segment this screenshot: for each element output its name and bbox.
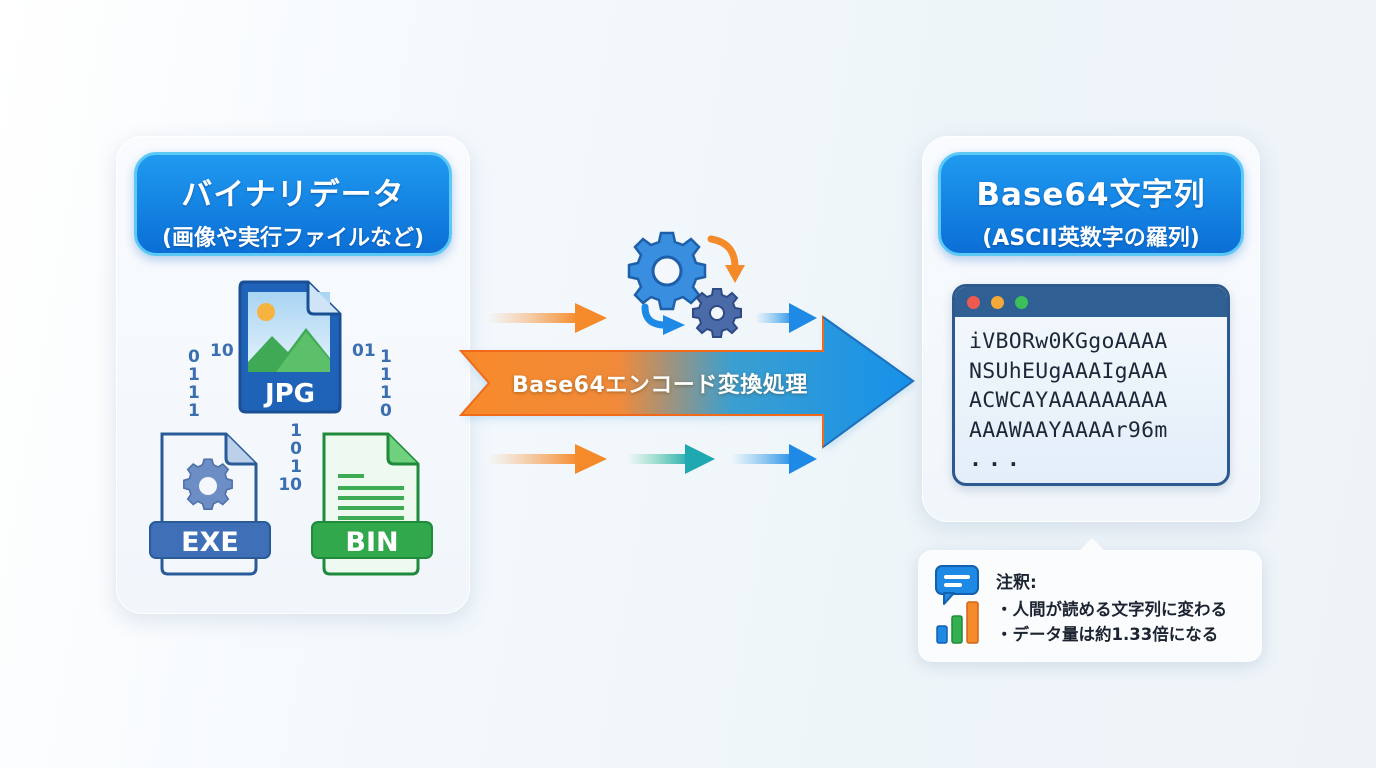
jpg-file-icon: JPG xyxy=(238,280,342,414)
binary-digits: 0 1 1 1 xyxy=(188,347,200,421)
base64-subtitle: (ASCII英数字の羅列) xyxy=(982,226,1200,251)
terminal-line: iVBORw0KGgoAAAA xyxy=(969,329,1168,354)
note-text: 注釈: ・人間が読める文字列に変わる ・データ量は約1.33倍になる xyxy=(996,568,1227,647)
flow-arrow-icon xyxy=(487,444,607,474)
encode-process-label: Base64エンコード変換処理 xyxy=(512,373,808,398)
bin-label: BIN xyxy=(345,527,398,558)
note-item: ・データ量は約1.33倍になる xyxy=(996,625,1219,644)
terminal-output: iVBORw0KGgoAAAA NSUhEUgAAAIgAAA ACWCAYAA… xyxy=(955,317,1227,475)
exe-label: EXE xyxy=(181,527,239,558)
binary-digits: 1 0 1 10 xyxy=(278,421,302,495)
terminal-line: ... xyxy=(969,447,1026,472)
flow-arrow-icon xyxy=(627,444,715,474)
base64-title: Base64文字列 xyxy=(976,177,1206,213)
terminal-line: ACWCAYAAAAAAAAA xyxy=(969,388,1168,413)
gear-icon xyxy=(183,458,233,510)
exe-file-icon: EXE xyxy=(149,432,271,576)
base64-string-panel: Base64文字列 (ASCII英数字の羅列) iVBORw0KGgoAAAA … xyxy=(922,136,1260,522)
binary-data-title: バイナリデータ xyxy=(181,177,405,213)
terminal-window: iVBORw0KGgoAAAA NSUhEUgAAAIgAAA ACWCAYAA… xyxy=(952,284,1230,486)
terminal-line: NSUhEUgAAAIgAAA xyxy=(969,358,1168,384)
note-pointer xyxy=(1080,538,1104,550)
bin-file-icon: BIN xyxy=(311,432,433,576)
binary-digits: 10 xyxy=(210,341,234,361)
binary-digits: 01 xyxy=(352,341,376,361)
binary-digits: 1 1 1 0 xyxy=(380,347,392,421)
terminal-line: AAAWAAYAAAAr96m xyxy=(969,417,1168,443)
large-gear-icon xyxy=(627,231,707,311)
annotation-note: 注釈: ・人間が読める文字列に変わる ・データ量は約1.33倍になる xyxy=(918,538,1262,662)
encode-process-graphic xyxy=(458,231,915,474)
close-dot-icon xyxy=(967,296,980,309)
minimize-dot-icon xyxy=(991,296,1004,309)
flow-arrow-icon xyxy=(487,303,607,333)
binary-data-panel: バイナリデータ (画像や実行ファイルなど) JPG EXE BIN xyxy=(116,136,470,614)
binary-data-subtitle: (画像や実行ファイルなど) xyxy=(161,226,425,251)
terminal-title-bar xyxy=(955,287,1227,317)
flow-arrow-icon xyxy=(755,303,817,333)
small-gear-icon xyxy=(692,288,742,338)
binary-data-title-badge: バイナリデータ (画像や実行ファイルなど) xyxy=(134,152,452,256)
jpg-label: JPG xyxy=(263,379,315,409)
note-item: ・人間が読める文字列に変わる xyxy=(996,600,1227,619)
flow-arrow-icon xyxy=(731,444,817,474)
note-title: 注釈: xyxy=(996,573,1037,593)
maximize-dot-icon xyxy=(1015,296,1028,309)
base64-title-badge: Base64文字列 (ASCII英数字の羅列) xyxy=(938,152,1244,256)
cycle-arrow-icon xyxy=(707,235,739,271)
chat-chart-icon xyxy=(935,565,979,644)
cycle-arrow-icon xyxy=(641,303,669,329)
